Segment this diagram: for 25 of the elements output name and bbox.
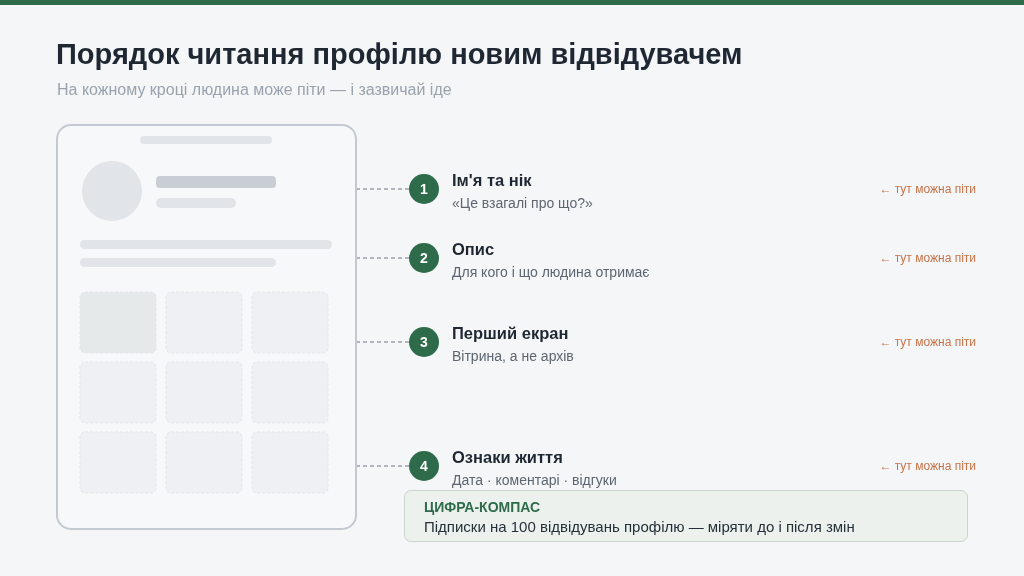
- step-heading: Ознаки життя: [452, 447, 563, 467]
- panel-heading: ЦИФРА-КОМПАС: [424, 499, 541, 515]
- subtitle: На кожному кроці людина може піти — і зазвичай іде: [57, 80, 452, 99]
- step-description: Дата · коментарі · відгуки: [452, 472, 617, 489]
- exit-note: ← тут можна піти: [879, 334, 976, 350]
- step-description: Для кого і що людина отримає: [452, 264, 650, 281]
- leader-line: [356, 188, 410, 190]
- metric-panel: [404, 490, 968, 542]
- panel-text: Підписки на 100 відвідувань профілю — міряти до і після змін: [424, 518, 855, 536]
- exit-note: ← тут можна піти: [879, 181, 976, 197]
- step-number: 3: [409, 327, 439, 357]
- step-heading: Опис: [452, 239, 495, 259]
- step-number: 4: [409, 451, 439, 481]
- step-number: 2: [409, 243, 439, 273]
- leader-line: [356, 341, 410, 343]
- step-heading: Ім'я та нік: [452, 170, 532, 190]
- step-number: 1: [409, 174, 439, 204]
- title: Порядок читання профілю новим відвідувачем: [56, 37, 743, 72]
- step-description: «Це взагалі про що?»: [452, 195, 593, 212]
- exit-note: ← тут можна піти: [879, 250, 976, 266]
- leader-line: [356, 257, 410, 259]
- step-heading: Перший екран: [452, 323, 569, 343]
- exit-note: ← тут можна піти: [879, 458, 976, 474]
- step-description: Вітрина, а не архів: [452, 348, 574, 365]
- leader-line: [356, 465, 410, 467]
